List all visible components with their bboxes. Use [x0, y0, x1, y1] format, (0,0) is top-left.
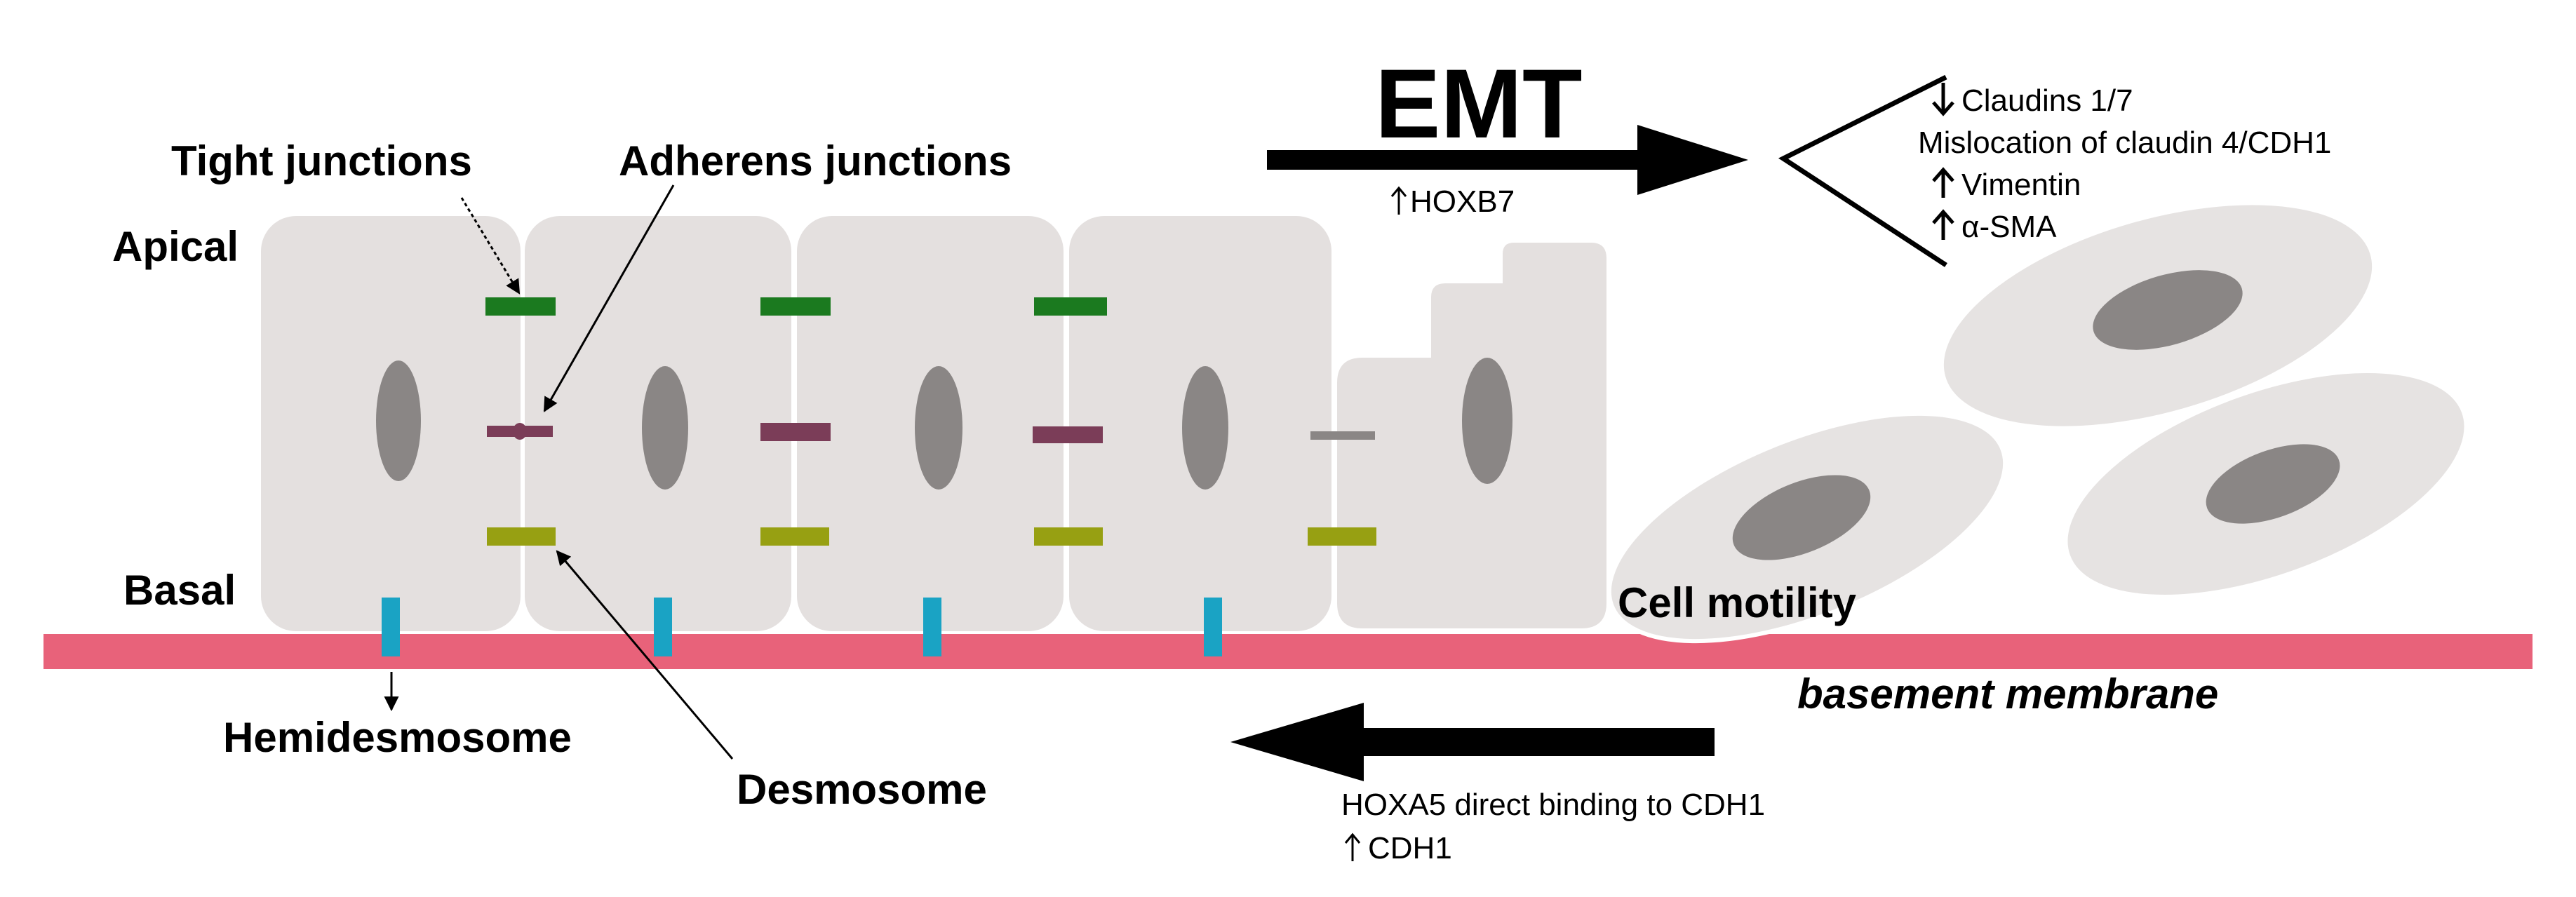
hemidesmosome: [923, 598, 941, 656]
up-arrow-icon: [1344, 832, 1361, 861]
reverse-arrow: [1230, 703, 1715, 781]
emt-effect-asma: α-SMA: [1961, 210, 2057, 244]
up-arrow-icon: [1390, 186, 1407, 215]
indicator-arrows: [1344, 83, 1954, 861]
nucleus: [376, 360, 421, 481]
nucleus: [642, 366, 688, 490]
reverse-arrow-head: [1230, 703, 1364, 781]
nuclei: [376, 358, 1512, 490]
adherens-junction-pointer: [543, 184, 675, 412]
cdh1-label: CDH1: [1368, 831, 1452, 865]
desmosome: [760, 527, 829, 546]
apical-label: Apical: [112, 223, 239, 270]
emt-effects-bracket: [1778, 74, 1947, 267]
emt-effect-mislocation: Mislocation of claudin 4/CDH1: [1918, 126, 2331, 160]
up-arrow-icon: [1932, 209, 1954, 240]
nucleus: [1182, 366, 1228, 490]
desmosome: [1034, 527, 1103, 546]
adherens-junction: [1033, 426, 1103, 443]
tight-junctions: [485, 297, 1107, 316]
weakened-adherens-junction: [1310, 431, 1375, 440]
label-pointers: [384, 184, 734, 760]
basal-label: Basal: [123, 567, 236, 614]
emt-arrow-shaft: [1267, 150, 1660, 170]
emt-arrow: [1267, 125, 1748, 195]
basement-membrane-label: basement membrane: [1797, 670, 2218, 717]
down-arrow-icon: [1932, 83, 1954, 116]
emt-arrow-head: [1637, 125, 1748, 195]
hemidesmosome-label: Hemidesmosome: [223, 714, 572, 761]
desmosome-pointer: [556, 550, 734, 760]
hemidesmosome: [1204, 598, 1222, 656]
motile-cell-nucleus: [1732, 475, 1871, 560]
adherens-junctions: [487, 423, 1375, 443]
tight-junction: [1034, 297, 1107, 316]
motile-cells: [1606, 201, 2469, 644]
adherens-junction-knot: [513, 423, 527, 440]
tight-junction: [760, 297, 831, 316]
tight-junctions-label: Tight junctions: [171, 137, 472, 184]
motile-cell-nucleus: [2206, 444, 2340, 524]
hoxb7-label: HOXB7: [1410, 184, 1515, 219]
hemidesmosome: [654, 598, 672, 656]
emt-effect-vimentin: Vimentin: [1961, 168, 2081, 202]
desmosome: [487, 527, 556, 546]
desmosome: [1308, 527, 1376, 546]
hemidesmosome: [382, 598, 400, 656]
nucleus: [1462, 358, 1512, 484]
hemidesmosomes: [382, 598, 1222, 656]
adherens-junctions-label: Adherens junctions: [619, 137, 1012, 184]
nucleus: [915, 366, 962, 490]
tight-junction: [485, 297, 556, 316]
motile-cell-nucleus: [2093, 270, 2243, 350]
emt-effect-claudins: Claudins 1/7: [1961, 83, 2133, 118]
cell-motility-label: Cell motility: [1618, 579, 1857, 626]
up-arrow-icon: [1932, 167, 1954, 198]
labels: Tight junctions Adherens junctions Apica…: [112, 48, 2331, 865]
reverse-arrow-shaft: [1333, 728, 1715, 756]
desmosome-label: Desmosome: [737, 766, 987, 813]
adherens-junction: [760, 423, 831, 441]
basement-membrane: [43, 634, 2533, 669]
hoxa5-binding-label: HOXA5 direct binding to CDH1: [1341, 788, 1765, 822]
emt-label: EMT: [1375, 48, 1583, 159]
desmosomes: [487, 527, 1376, 546]
